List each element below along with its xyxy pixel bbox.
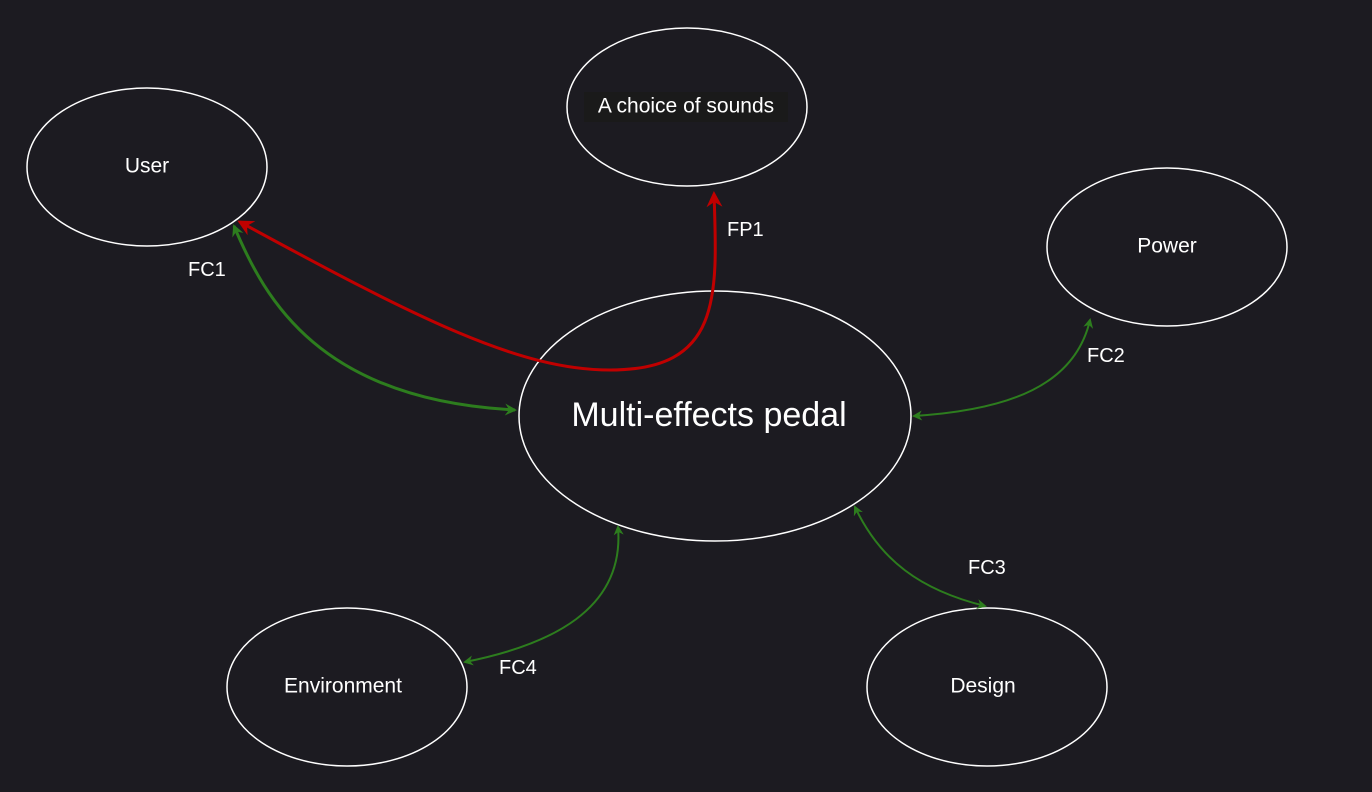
edge-label-fc3: FC3 — [968, 557, 1006, 579]
node-user[interactable]: User — [26, 87, 268, 247]
node-design-label: Design — [950, 675, 1015, 698]
edge-label-fc4: FC4 — [499, 657, 537, 679]
edge-label-fp1: FP1 — [727, 219, 764, 241]
node-power-label: Power — [1137, 235, 1197, 258]
node-center-label: Multi-effects pedal — [571, 396, 846, 434]
edge-label-fc1: FC1 — [188, 259, 226, 281]
edge-fp1[interactable] — [237, 191, 723, 372]
node-environment-label: Environment — [284, 675, 402, 698]
node-center[interactable]: Multi-effects pedal — [518, 290, 912, 542]
node-power[interactable]: Power — [1046, 167, 1288, 327]
node-user-label: User — [125, 155, 169, 178]
node-design[interactable]: Design — [866, 607, 1108, 767]
edge-fc1[interactable] — [232, 224, 517, 416]
edge-fc3[interactable] — [853, 505, 987, 609]
node-environment[interactable]: Environment — [226, 607, 468, 767]
node-sounds[interactable]: A choice of sounds — [566, 27, 808, 187]
edge-fc2[interactable] — [912, 318, 1094, 421]
edge-label-fc2: FC2 — [1087, 345, 1125, 367]
node-sounds-label: A choice of sounds — [598, 95, 774, 118]
edge-fc4[interactable] — [463, 525, 624, 666]
